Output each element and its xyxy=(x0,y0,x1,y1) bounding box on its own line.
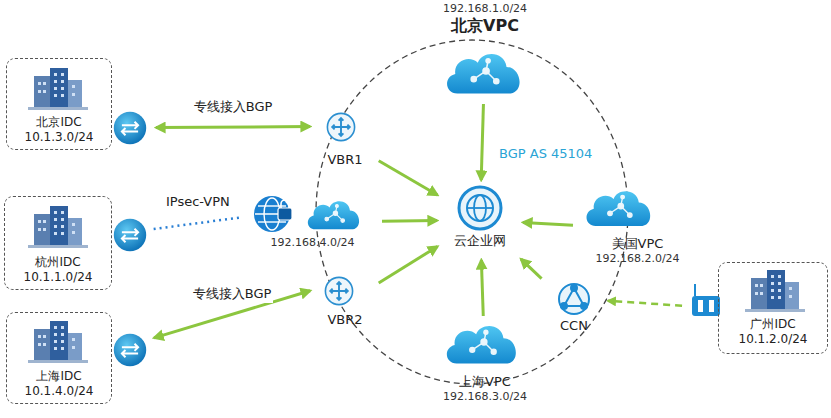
as-number: BGP AS 45104 xyxy=(497,146,594,161)
node-detail: 10.1.3.0/24 xyxy=(7,130,111,145)
node-detail: 192.168.2.0/24 xyxy=(575,252,700,266)
network-node: CCN xyxy=(543,280,605,339)
node-detail: 10.1.4.0/24 xyxy=(7,384,111,399)
node-name: CCN xyxy=(543,318,605,334)
node-name: 192.168.1.0/24 xyxy=(425,2,545,16)
network-node: 美国VPC192.168.2.0/24 xyxy=(575,180,700,278)
edge-label: 专线接入BGP xyxy=(192,98,275,116)
node-name: 杭州IDC xyxy=(5,255,111,270)
idc-box: 广州IDC10.1.2.0/24 xyxy=(718,262,828,354)
node-name: 北京IDC xyxy=(7,115,111,130)
connector xyxy=(154,217,242,229)
node-name: 美国VPC xyxy=(575,236,700,252)
node-name: 192.168.4.0/24 xyxy=(245,236,380,250)
node-name: VBR1 xyxy=(313,152,377,168)
node-name: 上海IDC xyxy=(7,369,111,384)
connector xyxy=(156,127,310,128)
connector xyxy=(379,246,438,283)
connector xyxy=(481,104,483,180)
network-node: 云企业网 xyxy=(440,183,520,257)
idc-box: 北京IDC10.1.3.0/24 xyxy=(6,58,112,150)
node-detail: 192.168.3.0/24 xyxy=(425,390,545,404)
node-detail: 北京VPC xyxy=(425,16,545,36)
edge-label: 专线接入BGP xyxy=(191,285,274,303)
connector xyxy=(608,301,682,306)
node-name: 上海VPC xyxy=(425,374,545,390)
node-detail: 10.1.1.0/24 xyxy=(5,270,111,285)
edge-label: IPsec-VPN xyxy=(164,194,232,209)
network-node: VBR1 xyxy=(313,108,377,174)
network-node: 上海VPC192.168.3.0/24 xyxy=(425,318,545,416)
connector xyxy=(481,260,483,316)
idc-box: 杭州IDC10.1.1.0/24 xyxy=(4,196,112,290)
connector xyxy=(379,161,438,195)
node-name: 广州IDC xyxy=(719,317,827,332)
node-name: VBR2 xyxy=(313,312,377,328)
network-node: 192.168.4.0/24 xyxy=(245,190,380,254)
connector xyxy=(382,219,437,223)
connector xyxy=(521,259,542,279)
network-node: 192.168.1.0/24北京VPC xyxy=(425,2,545,102)
idc-box: 上海IDC10.1.4.0/24 xyxy=(6,312,112,404)
network-node: VBR2 xyxy=(313,272,377,336)
node-name: 云企业网 xyxy=(440,233,520,249)
connector xyxy=(523,222,573,225)
node-detail: 10.1.2.0/24 xyxy=(719,332,827,347)
